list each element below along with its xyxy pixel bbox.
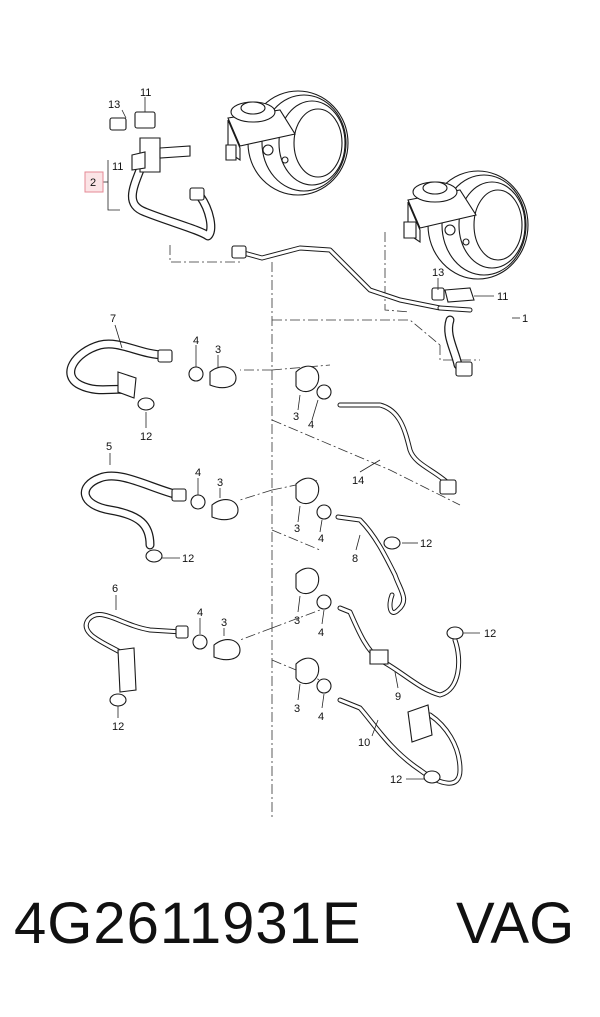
callout-4-a: 4 <box>193 335 199 347</box>
brand-name: VAG <box>456 891 575 956</box>
hose-7-group <box>66 339 237 411</box>
line-8-group <box>295 477 407 615</box>
callout-3-d: 3 <box>294 523 300 535</box>
callout-8: 8 <box>352 553 358 565</box>
construction-lines <box>169 232 480 820</box>
callout-11-mid: 11 <box>112 161 123 173</box>
callout-12-d: 12 <box>112 721 124 733</box>
callout-6: 6 <box>112 583 118 595</box>
callout-2-highlight[interactable] <box>84 171 104 193</box>
callout-12-e: 12 <box>484 628 496 640</box>
brake-booster-right <box>403 170 529 280</box>
callout-3-c: 3 <box>217 477 223 489</box>
callout-12-f: 12 <box>390 774 402 786</box>
callout-4-g: 4 <box>318 711 324 723</box>
parts-diagram: 11 13 11 2 13 11 1 7 4 3 12 3 4 14 5 4 3… <box>66 87 529 820</box>
callout-4-e: 4 <box>197 607 203 619</box>
callout-11-right: 11 <box>497 291 508 303</box>
callout-3-f: 3 <box>294 615 300 627</box>
callout-12-a: 12 <box>140 431 152 443</box>
callout-4-d: 4 <box>318 533 324 545</box>
sensor-13-top <box>109 111 156 131</box>
callout-10: 10 <box>358 737 370 749</box>
part-number: 4G2611931E <box>14 891 362 956</box>
leader-lines <box>103 97 520 780</box>
brake-booster-top <box>225 90 349 196</box>
callout-4-f: 4 <box>318 627 324 639</box>
callout-4-c: 4 <box>195 467 201 479</box>
callout-12-b: 12 <box>182 553 194 565</box>
callout-11-top: 11 <box>140 87 151 99</box>
hose-5-group <box>80 471 239 563</box>
callout-5: 5 <box>106 441 112 453</box>
callout-9: 9 <box>395 691 401 703</box>
callout-13-right: 13 <box>432 267 444 279</box>
callout-4-b: 4 <box>308 419 314 431</box>
callout-12-c: 12 <box>420 538 432 550</box>
callout-2[interactable]: 2 <box>90 177 96 189</box>
callout-3-b: 3 <box>293 411 299 423</box>
line-10-group <box>295 657 463 786</box>
callout-1: 1 <box>522 313 528 325</box>
line-14-group <box>295 365 457 495</box>
vacuum-line-top <box>127 137 475 377</box>
callout-7: 7 <box>110 313 116 325</box>
callout-14: 14 <box>352 475 364 487</box>
callout-13-top: 13 <box>108 99 120 111</box>
callout-3-g: 3 <box>294 703 300 715</box>
callout-3-a: 3 <box>215 344 221 356</box>
callout-labels: 11 13 11 2 13 11 1 7 4 3 12 3 4 14 5 4 3… <box>90 87 528 786</box>
callout-3-e: 3 <box>221 617 227 629</box>
hose-6-group <box>83 612 241 707</box>
line-9-group <box>295 567 464 698</box>
